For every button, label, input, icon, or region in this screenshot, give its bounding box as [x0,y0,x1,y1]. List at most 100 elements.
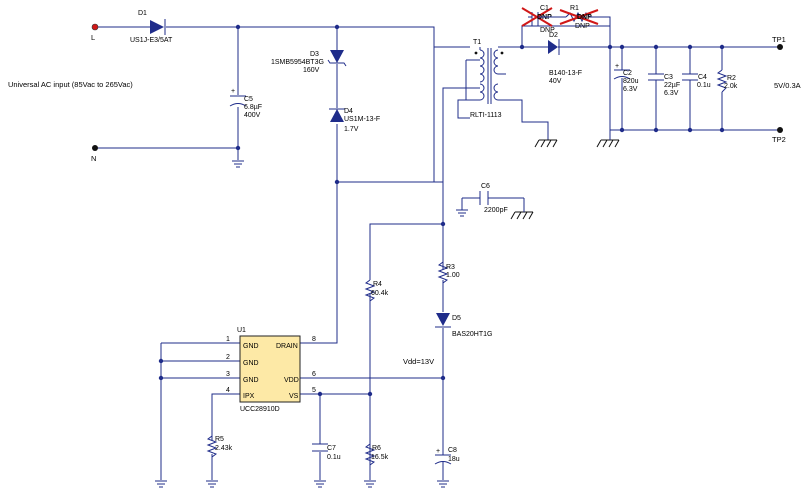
R2-value: 2.0k [724,83,738,90]
pin-4-name: IPX [243,393,255,400]
ground-ic-pins [154,480,168,488]
R1-ref: R1 [570,5,579,12]
C2-value: 820u [623,78,639,85]
terminal-TP1-label: TP1 [772,35,786,44]
ground-R6 [363,480,377,488]
transformer-T1: T1 RLTI-1113 [466,39,506,119]
pin-6-name: VDD [284,377,299,384]
svg-text:+: + [436,448,440,455]
ground-C8 [436,480,450,488]
D5-ref: D5 [452,315,461,322]
D4-value: US1M-13-F [344,116,380,123]
R5-ref: R5 [215,436,224,443]
capacitor-C8: + C8 18u [434,447,460,465]
D4-ref: D4 [344,108,353,115]
capacitor-C5: + C5 6.8µF 400V [229,88,262,119]
capacitor-C4: C4 0.1u [682,73,711,89]
pin-5-name: VS [289,393,299,400]
C3-ref: C3 [664,74,673,81]
pin-5-num: 5 [312,387,316,394]
pin-4-num: 4 [226,387,230,394]
D4-voltage: 1.7V [344,126,359,133]
U1-ref: U1 [237,327,246,334]
C6-value: 2200pF [484,207,508,214]
output-rating: 5V/0.3A [774,81,801,90]
T1-value: RLTI-1113 [470,112,502,119]
pin-1-name: GND [243,343,259,350]
R4-value: 60.4k [371,290,389,297]
C5-voltage: 400V [244,112,261,119]
C8-value: 18u [448,456,460,463]
D1-value: US1J-E3/5AT [130,37,173,44]
resistor-R1-dnp: R1 DNP DNP [559,5,599,30]
pin-2-name: GND [243,360,259,367]
D2-value: B140-13-F [549,70,582,77]
ic-U1: U1 UCC28910D GND GND GND IPX 1 2 3 4 DRA… [226,327,316,413]
R6-value: 16.5k [371,454,389,461]
C2-voltage: 6.3V [623,86,638,93]
C2-ref: C2 [623,70,632,77]
diode-D3: D3 1SMB5954BT3G 160V [271,50,347,74]
ground-C7 [313,480,327,488]
primary-return-wire [337,47,435,183]
transformer-bias-wire [457,60,470,119]
terminal-N: N [91,145,98,163]
pin-8-name: DRAIN [276,343,298,350]
capacitor-C7: C7 0.1u [312,443,341,461]
resistor-R5: R5 2.43k [206,435,233,458]
pin-1-num: 1 [226,336,230,343]
R3-ref: R3 [446,264,455,271]
T1-ref: T1 [473,39,481,46]
resistor-R4: R4 60.4k [364,279,389,302]
C8-ref: C8 [448,447,457,454]
terminal-L-label: L [91,33,95,42]
svg-text:+: + [231,88,235,95]
R2-ref: R2 [727,75,736,82]
input-description: Universal AC input (85Vac to 265Vac) [8,80,133,89]
resistor-R2: R2 2.0k [716,69,738,93]
R5-value: 2.43k [215,445,233,452]
C3-voltage: 6.3V [664,90,679,97]
terminal-TP2-label: TP2 [772,135,786,144]
capacitor-C3: C3 22µF 6.3V [648,73,680,97]
pin-6-num: 6 [312,371,316,378]
pin-2-num: 2 [226,354,230,361]
chassis-ground-C6 [510,211,534,220]
C7-value: 0.1u [327,454,341,461]
terminal-TP2: TP2 [772,127,786,144]
C7-ref: C7 [327,445,336,452]
C1-ref: C1 [540,5,549,12]
D5-value: BAS20HT1G [452,331,492,338]
pin-8-num: 8 [312,336,316,343]
capacitor-C6: C6 2200pF [479,183,508,214]
R6-ref: R6 [372,445,381,452]
diode-D1: D1 US1J-E3/5AT [130,10,173,44]
resistor-R6: R6 16.5k [364,443,389,466]
terminal-TP1: TP1 [772,35,786,50]
D2-ref: D2 [549,32,558,39]
capacitor-C1-dnp: C1 DNP DNP [521,5,555,34]
chassis-ground-output [596,139,620,148]
R4-ref: R4 [373,281,382,288]
C5-ref: C5 [244,96,253,103]
vdd-annotation: Vdd=13V [403,357,434,366]
capacitor-C2: + C2 820u 6.3V [613,63,639,93]
C3-value: 22µF [664,82,680,89]
R1-note: DNP [575,23,590,30]
C5-value: 6.8µF [244,104,262,111]
diode-D2: D2 B140-13-F 40V [548,32,582,85]
R1-value: DNP [577,14,592,21]
terminal-L: L [91,23,99,42]
chassis-ground-secondary [534,139,558,148]
junction-dots [158,24,725,397]
diode-D5: D5 BAS20HT1G [435,313,492,338]
diode-D4: D4 US1M-13-F 1.7V [329,108,380,133]
ground-C6 [455,209,469,217]
terminal-N-label: N [91,154,96,163]
D1-ref: D1 [138,10,147,17]
D3-ref: D3 [310,51,319,58]
ground-C5 [231,160,245,168]
svg-text:+: + [615,63,619,70]
ground-R5 [205,480,219,488]
